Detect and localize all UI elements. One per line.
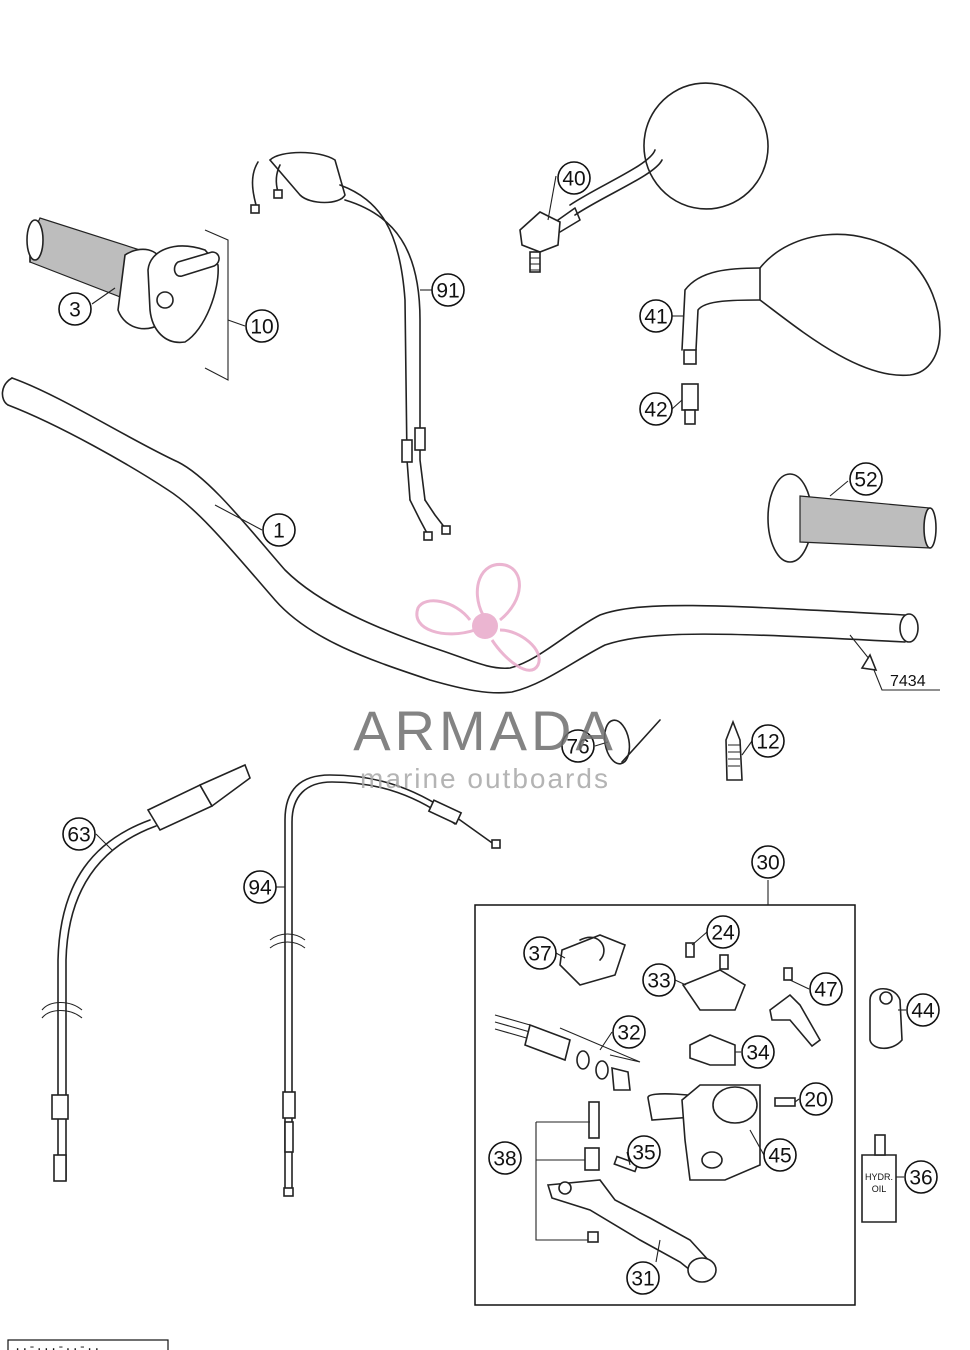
callout-40: 40 [557, 161, 591, 195]
adjuster-35 [613, 1155, 639, 1173]
cable-63 [41, 763, 251, 1182]
callout-47-label: 47 [814, 979, 837, 1002]
callout-35: 35 [627, 1135, 661, 1169]
callout-10-label: 10 [250, 316, 273, 339]
callout-41: 41 [639, 299, 673, 333]
brake-assembly-box [474, 880, 856, 1306]
callout-30: 30 [751, 845, 785, 879]
callout-33-label: 33 [647, 970, 670, 993]
propeller-logo-icon [415, 563, 541, 672]
callout-52-label: 52 [854, 469, 877, 492]
callout-52: 52 [849, 462, 883, 496]
callout-42: 42 [639, 392, 673, 426]
bottle-label-line2: OIL [872, 1184, 887, 1194]
callout-34-label: 34 [746, 1042, 770, 1065]
bottle-label-line1: HYDR. [865, 1172, 893, 1182]
callout-91: 91 [431, 273, 465, 307]
footer-code-text: ..-...-..-.. [14, 1340, 100, 1350]
callout-35-label: 35 [632, 1142, 655, 1165]
callout-33: 33 [642, 963, 676, 997]
callout-20: 20 [799, 1082, 833, 1116]
callout-30-label: 30 [756, 852, 779, 875]
callout-36: 36 [904, 1160, 938, 1194]
callout-3: 3 [58, 292, 92, 326]
clamp-44 [869, 987, 903, 1050]
lever-47 [769, 967, 822, 1048]
mirror-round [519, 82, 769, 273]
throttle-grip [26, 217, 166, 330]
callout-36-label: 36 [909, 1167, 932, 1190]
reference-label: 7434 [890, 673, 926, 690]
cable-tie [603, 719, 661, 765]
callout-91-label: 91 [436, 280, 459, 303]
callout-37: 37 [523, 936, 557, 970]
callout-45-label: 45 [768, 1145, 791, 1168]
callout-45: 45 [763, 1138, 797, 1172]
callout-12-label: 12 [756, 731, 779, 754]
callout-94: 94 [243, 870, 277, 904]
callout-44: 44 [906, 993, 940, 1027]
callout-63-label: 63 [67, 824, 90, 847]
leader-lines [91, 175, 906, 1263]
callout-41-label: 41 [644, 306, 667, 329]
bleed-screw-20 [774, 1097, 796, 1107]
cover-33 [681, 969, 746, 1011]
brake-fluid-36: HYDR. OIL [861, 1134, 897, 1223]
callout-12: 12 [751, 724, 785, 758]
watermark: ARMADA marine outboards [353, 563, 617, 794]
reservoir-cap-37 [559, 934, 626, 986]
callout-32: 32 [612, 1015, 646, 1049]
cable-94 [269, 774, 501, 1197]
handlebar [1, 377, 940, 694]
callout-38-label: 38 [493, 1148, 516, 1171]
callout-10: 10 [245, 309, 279, 343]
watermark-title: ARMADA [353, 699, 617, 762]
pivot-bolt-38 [535, 1101, 600, 1243]
left-grip [767, 473, 937, 563]
bracket-34 [689, 1034, 736, 1066]
callout-94-label: 94 [248, 877, 272, 900]
callout-37-label: 37 [528, 943, 551, 966]
callout-44-label: 44 [911, 1000, 935, 1023]
callout-34: 34 [741, 1035, 775, 1069]
callout-24: 24 [706, 915, 740, 949]
callout-63: 63 [62, 817, 96, 851]
callout-38: 38 [488, 1141, 522, 1175]
callout-47: 47 [809, 972, 843, 1006]
callout-20-label: 20 [804, 1089, 827, 1112]
callout-1: 1 [262, 513, 296, 547]
callout-24-label: 24 [711, 922, 735, 945]
throttle-housing [147, 229, 229, 381]
callout-31-label: 31 [631, 1268, 654, 1291]
callout-31: 31 [626, 1261, 660, 1295]
callout-3-label: 3 [69, 299, 81, 322]
callout-32-label: 32 [617, 1022, 640, 1045]
screws-24 [685, 942, 729, 970]
throttle-cables [250, 151, 451, 541]
bar-end-plug [725, 719, 743, 781]
mirror-oval [681, 233, 941, 425]
callout-42-label: 42 [644, 399, 667, 422]
callout-40-label: 40 [562, 168, 585, 191]
master-cylinder-45 [647, 1084, 761, 1181]
callout-1-label: 1 [273, 520, 285, 543]
callout-76-label: 76 [566, 736, 589, 759]
watermark-subtitle: marine outboards [360, 763, 610, 794]
callout-76: 76 [561, 729, 595, 763]
piston-kit-32 [494, 1014, 641, 1091]
footer-code: ..-...-..-.. [7, 1339, 169, 1350]
brake-lever-31 [546, 1179, 717, 1283]
